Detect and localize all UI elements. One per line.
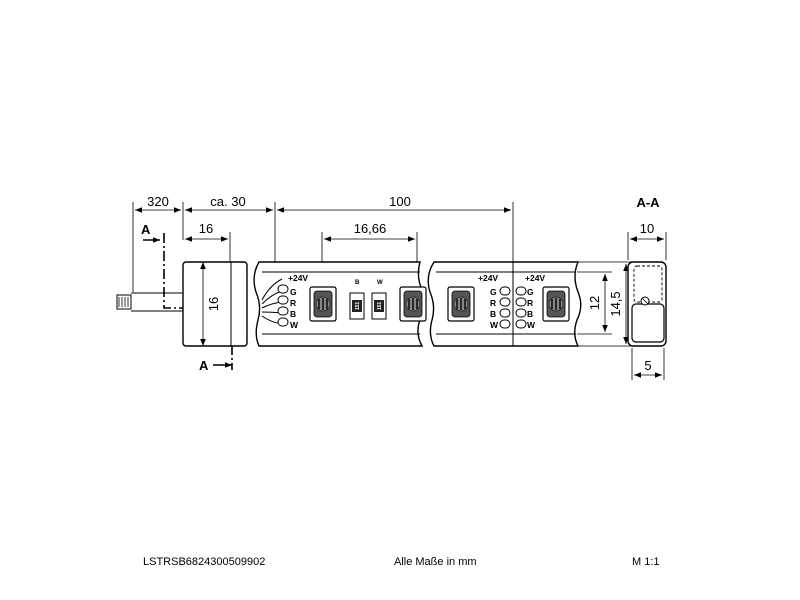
pin-plus24v-left: +24V: [288, 273, 308, 283]
dim-label-strip-width: 12: [587, 296, 602, 310]
pin-b-mid-right: B: [527, 309, 533, 319]
pin-w-mid-left: W: [490, 320, 499, 330]
dimension-strip-width: 12: [577, 271, 612, 335]
dimension-cable-length: 320: [132, 194, 184, 292]
dimension-section-width: 10: [627, 221, 667, 260]
dimension-cap-height: 16: [200, 262, 221, 346]
pin-r-left: R: [290, 298, 296, 308]
dim-label-section-depth: 5: [644, 358, 651, 373]
dim-label-cable-length: 320: [147, 194, 169, 209]
resistor-chip-b: 151: [349, 292, 365, 320]
pin-plus24v-mid-right: +24V: [525, 273, 545, 283]
led-chip-2: [399, 286, 427, 322]
section-marker-bottom-label: A: [199, 358, 209, 373]
pin-g-left: G: [290, 287, 297, 297]
dimension-section-depth: 5: [631, 348, 665, 380]
pin-r-mid-left: R: [490, 298, 496, 308]
chip-label-b: B: [355, 280, 360, 286]
scale-label: M 1:1: [632, 556, 660, 568]
cable: [116, 292, 183, 312]
section-marker-top-label: A: [141, 222, 151, 237]
pin-b-mid-left: B: [490, 309, 496, 319]
strip-segment-left: [253, 261, 426, 347]
section-marker-bottom: A: [199, 358, 232, 373]
chip-label-w: W: [377, 280, 383, 286]
section-view-title: A-A: [636, 195, 660, 210]
pin-w-mid-right: W: [527, 320, 536, 330]
dimension-cap-width: 16: [185, 221, 231, 262]
dim-label-section-width: 10: [640, 221, 654, 236]
resistor-chip-w: 151: [371, 292, 387, 320]
article-number: LSTRSB6824300509902: [143, 556, 266, 568]
dim-label-strip-height: 14,5: [608, 291, 623, 316]
dim-label-cap-offset: ca. 30: [210, 194, 245, 209]
dim-label-cap-width: 16: [199, 221, 213, 236]
dimension-cap-offset: ca. 30: [185, 194, 276, 262]
dim-label-cap-height: 16: [206, 297, 221, 311]
dim-label-led-pitch: 16,66: [354, 221, 387, 236]
end-cap: [182, 261, 248, 347]
led-chip-1: [309, 286, 337, 322]
pin-w-left: W: [290, 320, 299, 330]
dimension-segment-length: 100: [277, 194, 514, 262]
pin-g-mid-right: G: [527, 287, 534, 297]
pin-plus24v-mid-left: +24V: [478, 273, 498, 283]
led-chip-3: [447, 286, 475, 322]
section-profile: [627, 261, 667, 347]
resistor-label-w: 151: [377, 302, 383, 311]
units-note: Alle Maße in mm: [394, 556, 477, 568]
dimension-strip-height: 14,5: [578, 261, 632, 347]
pin-b-left: B: [290, 309, 296, 319]
section-marker-top: A: [141, 222, 160, 243]
pin-g-mid-left: G: [490, 287, 497, 297]
led-chip-4: [542, 286, 570, 322]
dim-label-segment-length: 100: [389, 194, 411, 209]
resistor-label-b: 151: [355, 302, 361, 311]
pin-r-mid-right: R: [527, 298, 533, 308]
